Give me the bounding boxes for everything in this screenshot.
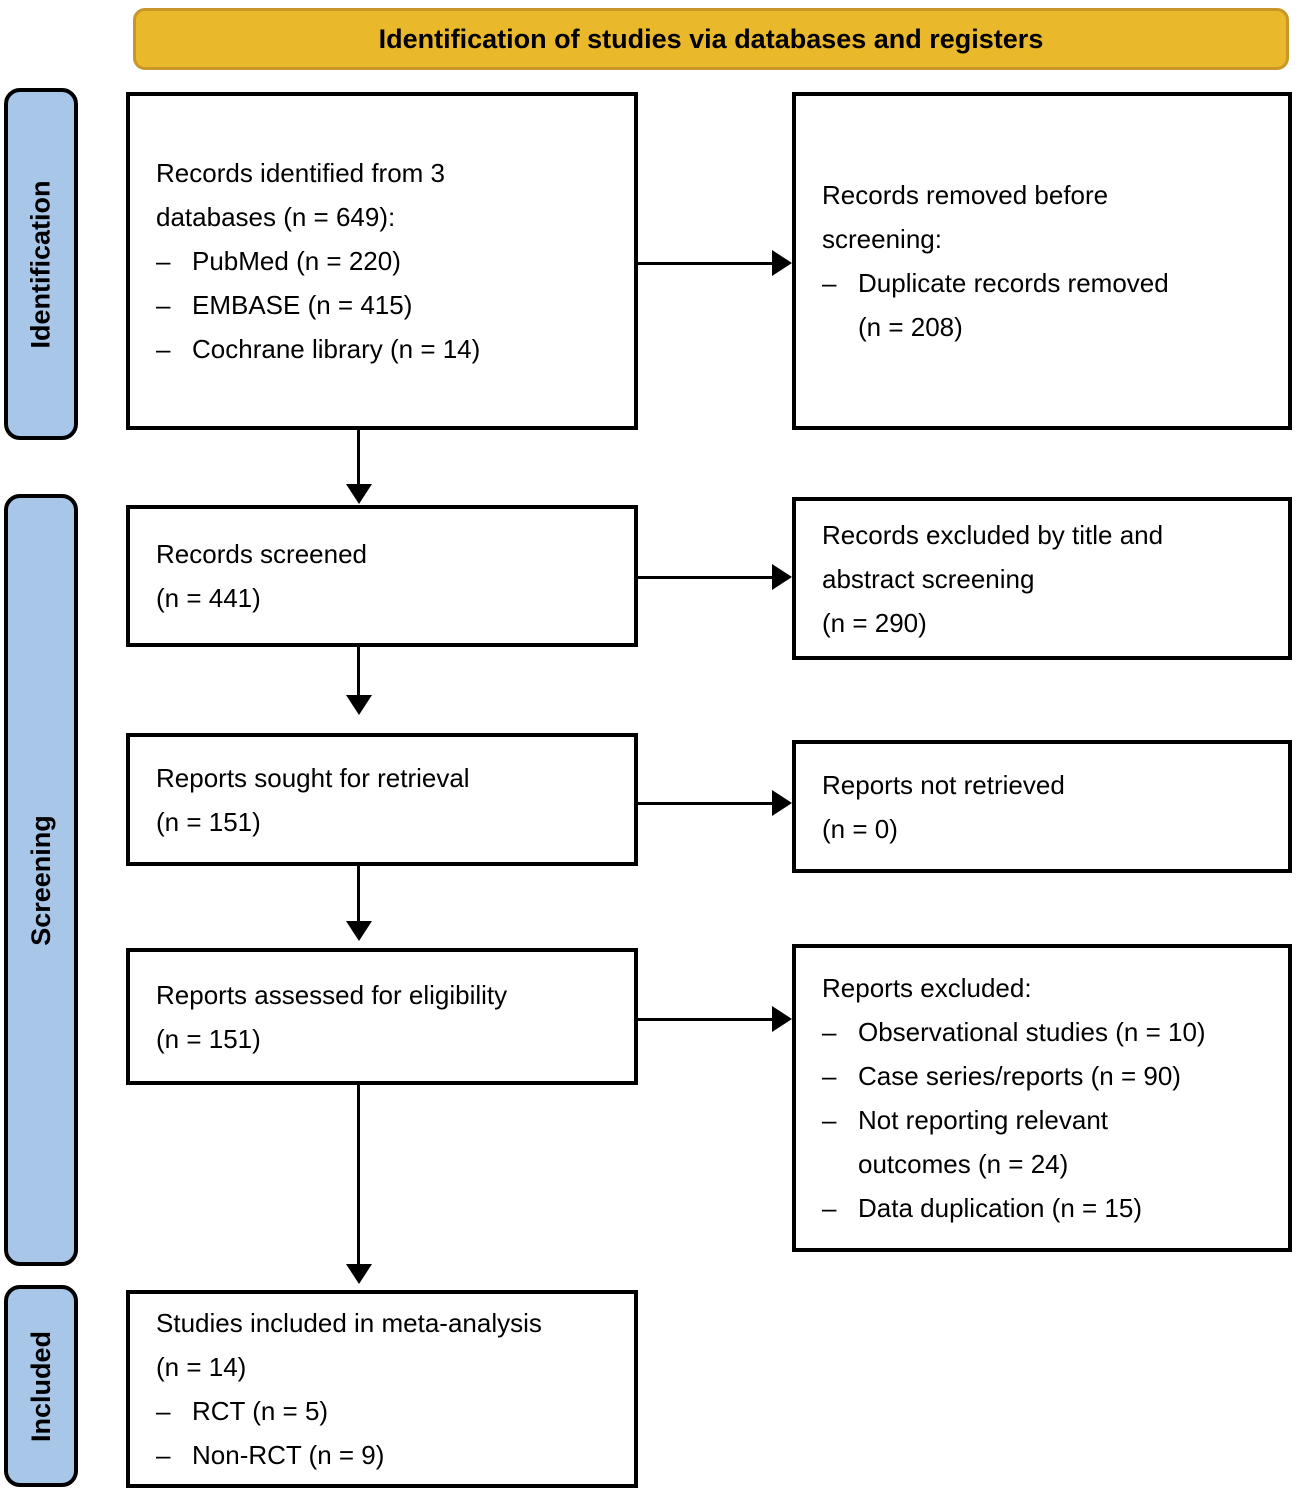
list-item: RCT (n = 5) xyxy=(156,1389,622,1433)
list-item-continuation: outcomes (n = 24) xyxy=(858,1149,1069,1179)
text-line: (n = 290) xyxy=(822,607,927,638)
text-line: abstract screening xyxy=(822,563,1035,594)
text-line: Reports excluded: xyxy=(822,973,1032,1003)
banner-identification-header: Identification of studies via databases … xyxy=(133,8,1289,70)
stage-label-identification: Identification xyxy=(4,88,78,440)
box-reports-excluded-content: Reports excluded: Observational studies … xyxy=(822,966,1276,1230)
arrowhead-identified-to-removed xyxy=(772,250,792,276)
text-line: (n = 151) xyxy=(156,1023,261,1054)
connector-sought-to-assessed xyxy=(357,865,360,922)
box-studies-included-content: Studies included in meta-analysis (n = 1… xyxy=(156,1301,622,1477)
arrowhead-assessed-to-excluded-reports xyxy=(772,1006,792,1032)
text-line: (n = 0) xyxy=(822,813,898,844)
text-line: Studies included in meta-analysis xyxy=(156,1308,542,1338)
list-item: Cochrane library (n = 14) xyxy=(156,327,622,371)
list-item: Data duplication (n = 15) xyxy=(822,1186,1276,1230)
connector-identified-to-removed xyxy=(637,262,775,265)
connector-identified-to-screened xyxy=(357,430,360,485)
connector-screened-to-excluded xyxy=(637,576,775,579)
box-reports-assessed-for-eligibility: Reports assessed for eligibility (n = 15… xyxy=(126,948,638,1085)
box-records-excluded-title-abstract-content: Records excluded by title and abstract s… xyxy=(822,513,1276,645)
arrowhead-identified-to-screened xyxy=(346,484,372,504)
text-line: (n = 14) xyxy=(156,1352,247,1382)
box-records-screened: Records screened (n = 441) xyxy=(126,505,638,647)
connector-assessed-to-included xyxy=(357,1085,360,1265)
stage-label-identification-text: Identification xyxy=(25,180,56,348)
text-line: databases (n = 649): xyxy=(156,202,396,232)
text-line: screening: xyxy=(822,224,942,254)
text-line: Records identified from 3 xyxy=(156,158,446,188)
connector-assessed-to-excluded-reports xyxy=(637,1018,775,1021)
arrowhead-sought-to-not-retrieved xyxy=(772,790,792,816)
text-line: Records screened xyxy=(156,539,367,569)
box-records-removed-before-screening: Records removed before screening: Duplic… xyxy=(792,92,1292,430)
box-records-identified-content: Records identified from 3 databases (n =… xyxy=(156,151,622,371)
list-item: Case series/reports (n = 90) xyxy=(822,1054,1276,1098)
list-item: EMBASE (n = 415) xyxy=(156,283,622,327)
connector-screened-to-sought xyxy=(357,646,360,696)
arrowhead-screened-to-sought xyxy=(346,695,372,715)
box-records-excluded-title-abstract: Records excluded by title and abstract s… xyxy=(792,497,1292,660)
list-item-continuation: (n = 208) xyxy=(858,312,963,342)
text-line: Reports assessed for eligibility xyxy=(156,979,508,1010)
box-reports-not-retrieved-content: Reports not retrieved (n = 0) xyxy=(822,763,1276,851)
banner-title: Identification of studies via databases … xyxy=(378,23,1044,54)
box-records-identified: Records identified from 3 databases (n =… xyxy=(126,92,638,430)
text-line: Reports not retrieved xyxy=(822,769,1065,800)
list-item: PubMed (n = 220) xyxy=(156,239,622,283)
stage-label-included: Included xyxy=(4,1285,78,1487)
box-reports-sought-for-retrieval: Reports sought for retrieval (n = 151) xyxy=(126,733,638,866)
box-records-screened-content: Records screened (n = 441) xyxy=(156,532,622,620)
text-line: Reports sought for retrieval xyxy=(156,762,470,793)
connector-sought-to-not-retrieved xyxy=(637,802,775,805)
box-reports-not-retrieved: Reports not retrieved (n = 0) xyxy=(792,740,1292,873)
box-reports-assessed-content: Reports assessed for eligibility (n = 15… xyxy=(156,973,622,1061)
list-item: Non-RCT (n = 9) xyxy=(156,1433,622,1477)
list-item: Observational studies (n = 10) xyxy=(822,1010,1276,1054)
list-item: Duplicate records removed xyxy=(822,261,1276,305)
box-records-removed-content: Records removed before screening: Duplic… xyxy=(822,173,1276,349)
text-line: Records excluded by title and xyxy=(822,519,1164,550)
box-studies-included-in-meta-analysis: Studies included in meta-analysis (n = 1… xyxy=(126,1290,638,1488)
text-line: (n = 441) xyxy=(156,583,261,613)
stage-label-screening-text: Screening xyxy=(25,814,56,946)
arrowhead-screened-to-excluded xyxy=(772,564,792,590)
box-reports-sought-content: Reports sought for retrieval (n = 151) xyxy=(156,756,622,844)
list-item: Not reporting relevant xyxy=(822,1098,1276,1142)
text-line: Records removed before xyxy=(822,180,1109,210)
arrowhead-sought-to-assessed xyxy=(346,921,372,941)
stage-label-included-text: Included xyxy=(25,1330,56,1442)
arrowhead-assessed-to-included xyxy=(346,1264,372,1284)
text-line: (n = 151) xyxy=(156,806,261,837)
box-reports-excluded: Reports excluded: Observational studies … xyxy=(792,944,1292,1252)
stage-label-screening: Screening xyxy=(4,494,78,1266)
